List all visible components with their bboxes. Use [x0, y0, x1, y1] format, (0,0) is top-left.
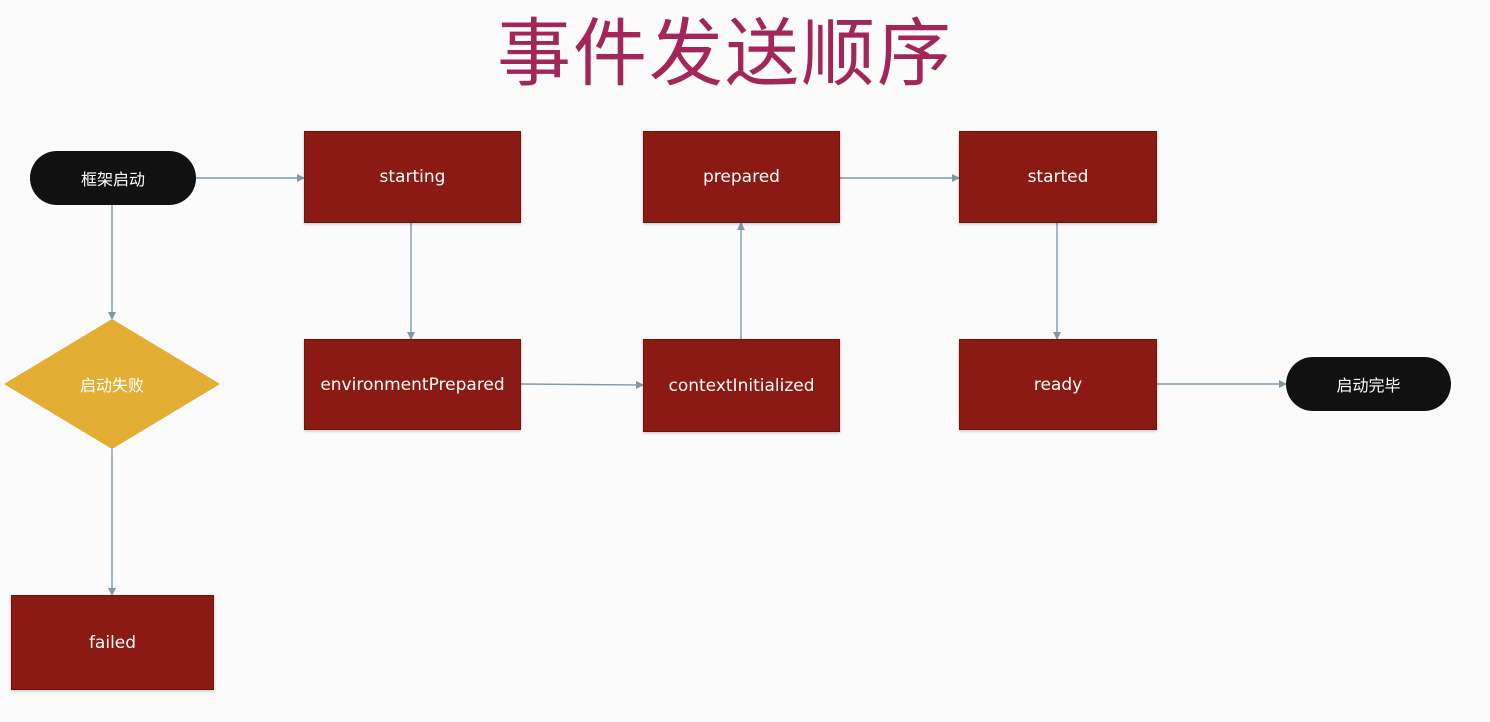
startup-failed-decision: 启动失败 — [4, 319, 220, 449]
prepared-event-box: prepared — [643, 131, 840, 223]
starting-event-box: starting — [304, 131, 521, 223]
ready-label: ready — [1033, 374, 1083, 395]
edge-environment-prepared-to-context-initialized — [520, 380, 644, 389]
environment-prepared-label: environmentPrepared — [320, 374, 505, 395]
environment-prepared-event-box: environmentPrepared — [304, 339, 521, 430]
prepared-label: prepared — [703, 167, 780, 187]
context-initialized-label: contextInitialized — [668, 375, 815, 396]
startup-complete-label: 启动完毕 — [1336, 376, 1401, 395]
failed-label: failed — [88, 632, 137, 653]
startup-failed-label: 启动失败 — [79, 376, 144, 395]
framework-start-label: 框架启动 — [80, 170, 145, 189]
started-label: started — [1027, 167, 1089, 187]
decision-diamond-shape — [4, 319, 220, 449]
framework-start-terminal: 框架启动 — [30, 151, 196, 205]
starting-label: starting — [379, 167, 446, 187]
ready-event-box: ready — [959, 339, 1157, 430]
startup-complete-terminal: 启动完毕 — [1286, 357, 1451, 411]
context-initialized-event-box: contextInitialized — [643, 339, 840, 432]
started-event-box: started — [959, 131, 1157, 223]
diagram-title: 事件发送顺序 — [497, 11, 953, 97]
failed-event-box: failed — [11, 595, 214, 690]
